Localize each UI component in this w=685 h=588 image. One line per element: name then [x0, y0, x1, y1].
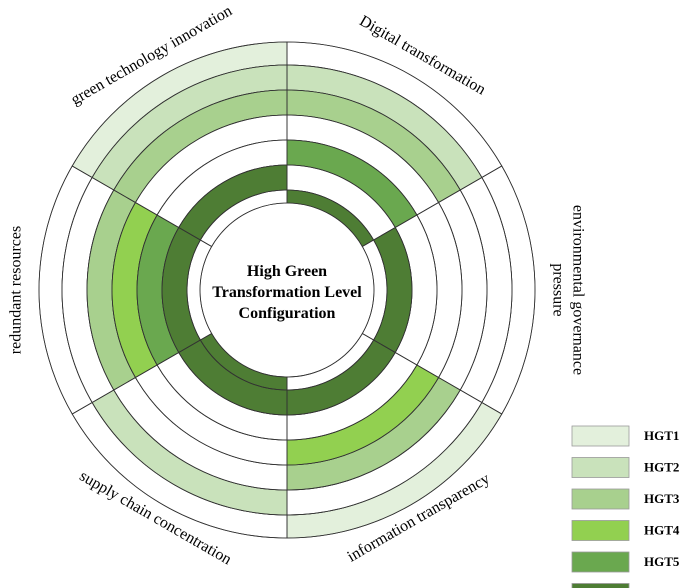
ring-outline-1 [61, 64, 513, 516]
legend: HGT1HGT2HGT3HGT4HGT5HGT6 [571, 425, 680, 588]
ring-outline-3 [111, 114, 463, 466]
sector-divider-2 [362, 333, 502, 415]
legend-item-hgt5: HGT5 [571, 551, 680, 573]
ring-outline-7 [199, 202, 375, 378]
legend-label: HGT5 [644, 554, 680, 569]
legend-label: HGT6 [644, 585, 680, 588]
legend-swatch [571, 583, 630, 588]
legend-item-hgt4: HGT4 [571, 520, 680, 541]
legend-item-hgt6: HGT6 [571, 583, 680, 588]
ring-outline-2 [86, 89, 488, 491]
legend-swatch [571, 520, 630, 541]
ring-outline-6 [186, 189, 388, 391]
legend-label: HGT3 [644, 491, 680, 506]
ring-outline-0 [38, 41, 536, 539]
legend-label: HGT2 [644, 459, 679, 474]
ring-segments [38, 41, 536, 539]
legend-swatch [571, 425, 630, 447]
ring-outlines [38, 41, 536, 539]
center-title-line-2: Transformation Level [212, 284, 362, 301]
sector-divider-4 [72, 333, 212, 415]
ring-outline-5 [161, 164, 413, 416]
dimension-label-text: pressure [549, 263, 566, 316]
legend-item-hgt3: HGT3 [571, 488, 680, 510]
sector-divider-5 [72, 165, 212, 247]
center-title-line-1: High Green [247, 263, 327, 280]
legend-item-hgt1: HGT1 [571, 425, 679, 447]
dimension-label-text: redundant resources [8, 226, 25, 354]
legend-swatch [571, 551, 630, 573]
sector-divider-1 [362, 165, 502, 247]
legend-swatch [571, 488, 630, 510]
legend-label: HGT4 [644, 522, 680, 537]
legend-label: HGT1 [644, 428, 679, 443]
center-title-line-3: Configuration [239, 305, 336, 322]
legend-item-hgt2: HGT2 [571, 457, 679, 478]
ring-outline-4 [136, 139, 438, 441]
dimension-label-4: redundant resources [8, 226, 25, 354]
legend-swatch [571, 457, 630, 478]
dimension-label-text: environmental governance [569, 205, 586, 375]
